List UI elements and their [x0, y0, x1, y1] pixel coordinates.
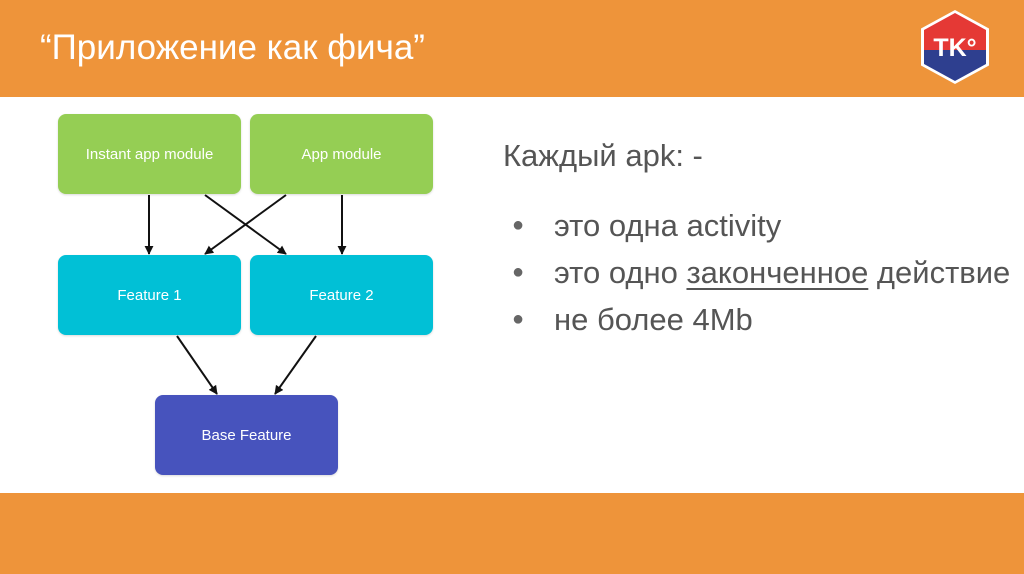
- bullet-text-underlined: законченное: [686, 255, 869, 290]
- bullet-icon: ●: [512, 261, 525, 283]
- node-feature-2: Feature 2: [250, 255, 433, 335]
- edge-app-to-f1: [204, 194, 287, 255]
- bullet-icon: ●: [512, 214, 525, 236]
- node-base-feature: Base Feature: [155, 395, 338, 475]
- bullet-text: это одно: [554, 255, 687, 290]
- edge-f1-to-base: [176, 335, 218, 395]
- node-instant-app-module: Instant app module: [58, 114, 241, 194]
- tk-logo: TK°: [920, 10, 990, 84]
- bullet-icon: ●: [512, 308, 525, 330]
- node-app-module: App module: [250, 114, 433, 194]
- panel-heading: Каждый apk: -: [503, 138, 703, 173]
- bullet-text: действие: [868, 255, 1011, 290]
- footer-band: [0, 493, 1024, 574]
- bullet-text: это одна activity: [554, 208, 782, 243]
- header-band: [0, 0, 1024, 97]
- bullet-item: ● это одно законченное действие: [512, 249, 1012, 296]
- node-feature-1: Feature 1: [58, 255, 241, 335]
- bullet-item: ● не более 4Mb: [512, 296, 1012, 343]
- bullet-item: ● это одна activity: [512, 202, 1012, 249]
- bullet-list: ● это одна activity ● это одно законченн…: [512, 202, 1012, 343]
- svg-text:TK°: TK°: [933, 34, 976, 62]
- slide-title: “Приложение как фича”: [40, 28, 425, 67]
- edge-f2-to-base: [274, 335, 317, 395]
- bullet-text: не более 4Mb: [554, 302, 753, 337]
